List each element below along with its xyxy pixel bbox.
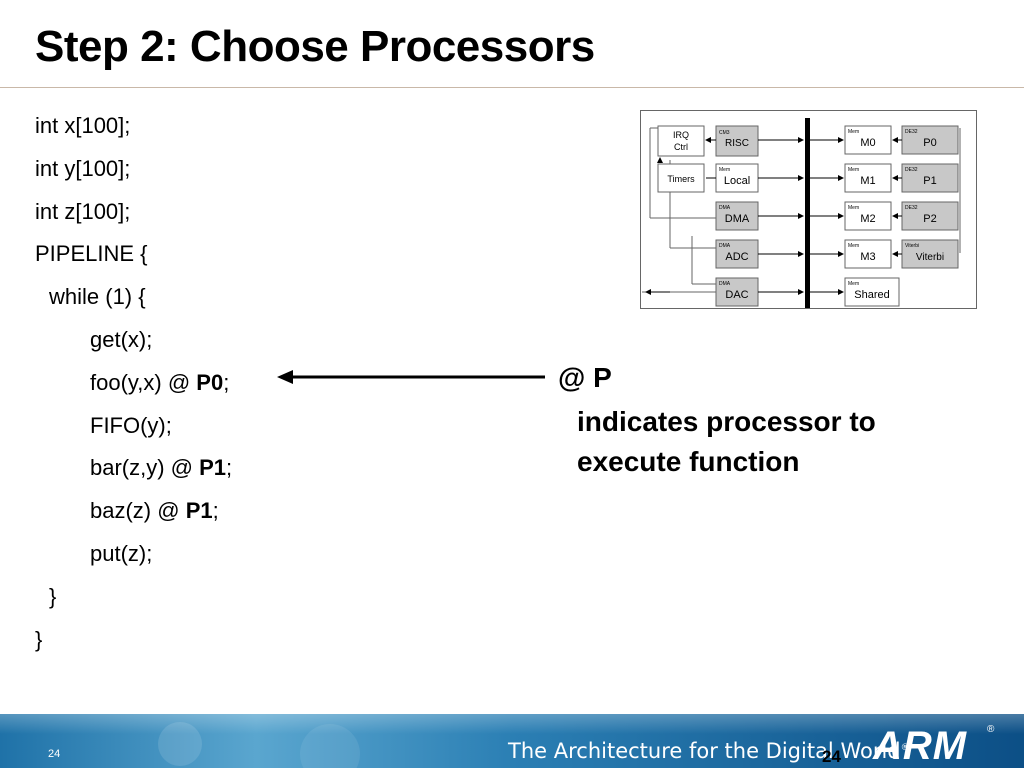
code-listing: int x[100]; int y[100]; int z[100]; PIPE…: [35, 110, 555, 666]
code-line: put(z);: [90, 540, 153, 566]
footer-background: [0, 714, 1024, 768]
block-label: IRQ: [673, 130, 689, 140]
block-label: P0: [923, 137, 936, 149]
block-tag: Mem: [848, 205, 859, 211]
code-text: foo(y,x) @: [90, 369, 197, 395]
annotation-text: indicates processor to execute function: [577, 402, 876, 482]
processor-label: P0: [196, 369, 224, 395]
block-tag: DE32: [905, 167, 918, 173]
code-line-bar: bar(z,y) @ P1;: [35, 452, 555, 495]
block-label: DAC: [725, 289, 748, 301]
code-line: int x[100];: [35, 113, 131, 138]
block-label: P1: [923, 175, 936, 187]
block-label: M0: [860, 137, 875, 149]
block-tag: Mem: [719, 167, 730, 173]
block-tag: DMA: [719, 205, 731, 211]
p2-block: DE32 P2: [901, 201, 959, 231]
block-label: P2: [923, 213, 936, 225]
code-line: while (1) {: [49, 284, 146, 310]
irq-block: IRQ Ctrl: [657, 125, 705, 157]
block-label: M3: [860, 251, 875, 263]
p0-block: DE32 P0: [901, 125, 959, 155]
tagline-mark: ®: [900, 743, 910, 753]
slide-title: Step 2: Choose Processors: [35, 22, 595, 71]
arm-logo-mark: ®: [987, 724, 995, 735]
diagram-connections: [645, 137, 902, 295]
shared-memory-block: Mem Shared: [844, 277, 900, 307]
dac-block: DMA DAC: [715, 277, 759, 307]
code-text: ;: [226, 455, 233, 481]
block-label: DMA: [725, 213, 750, 225]
code-line-foo: foo(y,x) @ P0;: [35, 367, 555, 410]
footer-tagline: The Architecture for the Digital World®: [508, 739, 910, 763]
annotation-line: indicates processor to: [577, 406, 876, 437]
block-label: Ctrl: [674, 142, 688, 152]
annotation-heading: @ P: [558, 362, 612, 393]
footer-page-number: 24: [48, 748, 61, 760]
code-text: ;: [212, 498, 219, 524]
system-bus: [805, 118, 810, 308]
block-label: Viterbi: [916, 252, 944, 263]
block-tag: DMA: [719, 243, 731, 249]
code-text: ;: [223, 369, 230, 395]
block-tag: Mem: [848, 129, 859, 135]
block-label: Local: [724, 175, 750, 187]
risc-block: CM3 RISC: [715, 125, 759, 157]
code-line: PIPELINE {: [35, 241, 148, 267]
local-memory-block: Mem Local: [715, 163, 759, 193]
block-tag: Mem: [848, 167, 859, 173]
m1-block: Mem M1: [844, 163, 892, 193]
footer-band: [0, 714, 1024, 768]
code-line: }: [35, 626, 43, 652]
architecture-diagram: IRQ Ctrl CM3 RISC Timers Mem Local DMA D…: [640, 110, 977, 309]
title-divider: [0, 87, 1024, 88]
block-tag: Mem: [848, 281, 859, 287]
m3-block: Mem M3: [844, 239, 892, 269]
annotation-line: execute function: [577, 446, 800, 477]
adc-block: DMA ADC: [715, 239, 759, 269]
annotation-arrow: [277, 370, 545, 384]
code-line: int z[100];: [35, 198, 131, 224]
code-line-baz: baz(z) @ P1;: [35, 495, 555, 538]
arm-logo: ARM: [873, 724, 968, 768]
dma-block: DMA DMA: [715, 201, 759, 231]
m0-block: Mem M0: [844, 125, 892, 155]
tagline-text: The Architecture for the Digital World: [508, 739, 901, 763]
timers-block: Timers: [657, 163, 705, 193]
block-label: ADC: [725, 251, 748, 263]
block-label: Shared: [854, 289, 889, 301]
block-tag: Mem: [848, 243, 859, 249]
code-line: int y[100];: [35, 155, 131, 181]
block-tag: DE32: [905, 205, 918, 211]
p1-block: DE32 P1: [901, 163, 959, 193]
processor-label: P1: [185, 498, 213, 524]
block-tag: DE32: [905, 129, 918, 135]
block-label: M2: [860, 213, 875, 225]
block-tag: Viterbi: [905, 243, 919, 249]
block-label: Timers: [667, 174, 695, 184]
code-text: baz(z) @: [90, 498, 186, 524]
viterbi-block: Viterbi Viterbi: [901, 239, 959, 269]
block-label: M1: [860, 175, 875, 187]
code-line: FIFO(y);: [90, 412, 172, 438]
slide-page-number: 24: [822, 747, 841, 766]
block-label: RISC: [725, 138, 749, 149]
m2-block: Mem M2: [844, 201, 892, 231]
processor-label: P1: [199, 455, 227, 481]
code-line: get(x);: [90, 326, 153, 352]
code-line: }: [49, 583, 57, 609]
block-tag: DMA: [719, 281, 731, 287]
code-text: bar(z,y) @: [90, 455, 200, 481]
block-tag: CM3: [719, 130, 730, 136]
